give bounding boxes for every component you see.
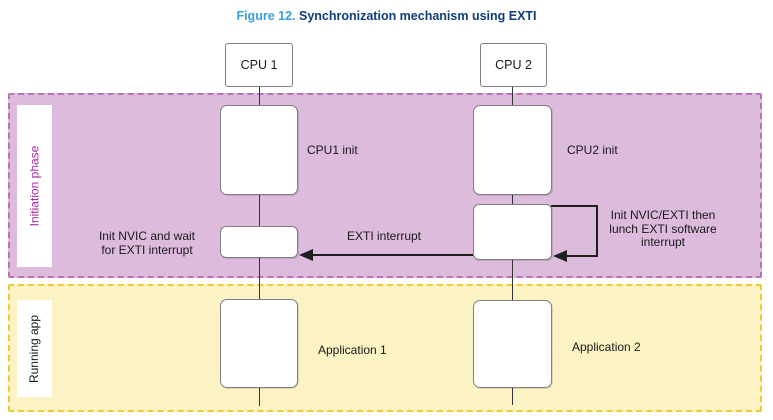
cpu2-trigger-label-line3: interrupt [640,235,686,249]
cpu2-trigger-label: Init NVIC/EXTI then lunch EXTI software … [598,208,728,250]
cpu2-selfloop-bottom-line [566,255,598,257]
cpu1-lifeline-segment [259,195,260,226]
cpu1-wait-box [220,226,298,258]
application2-box [473,300,552,388]
cpu1-lifeline-segment [259,87,260,105]
cpu1-lifeline-segment [259,388,260,406]
cpu2-trigger-box [473,204,552,260]
cpu2-lifeline-segment [512,260,513,300]
cpu2-lifeline-segment [512,195,513,204]
cpu2-header-label: CPU 2 [495,58,532,72]
application1-box [220,299,298,388]
application2-label: Application 2 [572,340,641,354]
cpu2-selfloop-right-line [596,205,598,257]
cpu2-trigger-label-line2: lunch EXTI software [609,221,717,236]
cpu2-init-label: CPU2 init [567,143,618,157]
cpu1-header-label: CPU 1 [240,58,278,72]
cpu1-wait-label-line1: Init NVIC and wait [98,229,196,243]
initiation-phase-band [8,93,762,278]
running-app-label-box: Running app [17,300,52,397]
initiation-phase-label: Initiation phase [27,145,42,227]
exti-interrupt-label: EXTI interrupt [346,229,422,243]
cpu1-init-box [220,105,298,195]
cpu1-wait-label-line2: for EXTI interrupt [101,243,193,257]
cpu2-header-box: CPU 2 [480,43,547,87]
cpu2-trigger-label-line1: Init NVIC/EXTI then [610,208,716,222]
cpu2-lifeline-segment [512,388,513,405]
cpu1-wait-label: Init NVIC and wait for EXTI interrupt [78,229,216,257]
running-app-band [8,284,762,412]
figure-caption: Figure 12. Synchronization mechanism usi… [0,9,773,23]
figure-title: Synchronization mechanism using EXTI [298,9,537,23]
initiation-phase-label-box: Initiation phase [17,105,52,267]
exti-interrupt-arrowhead-icon [299,249,313,261]
application1-label: Application 1 [318,343,387,357]
exti-interrupt-arrow-line [311,254,473,256]
cpu2-selfloop-arrowhead-icon [553,250,567,262]
cpu1-header-box: CPU 1 [225,43,293,87]
cpu1-init-label: CPU1 init [307,143,358,157]
running-app-label: Running app [27,314,42,383]
figure-number: Figure 12. [236,9,296,23]
cpu1-lifeline-segment [259,258,260,300]
cpu2-init-box [473,105,552,195]
cpu2-selfloop-top-line [551,205,598,207]
cpu2-lifeline-segment [512,87,513,105]
